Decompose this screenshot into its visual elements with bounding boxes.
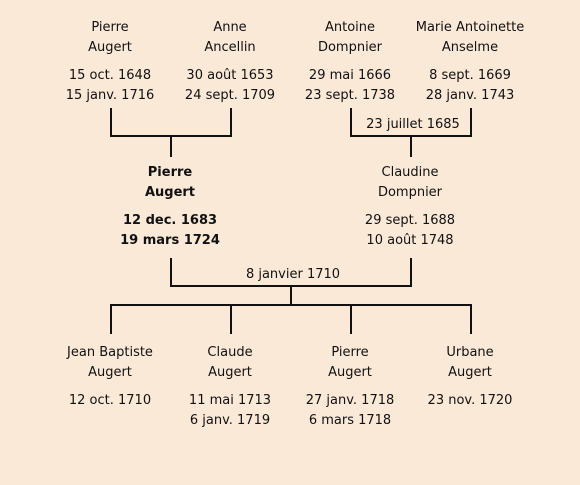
last-name: Augert <box>144 185 196 200</box>
person-pierre-augert-father: Pierre Augert 12 dec. 1683 19 mars 1724 <box>100 163 240 251</box>
birth-date: 12 dec. 1683 <box>122 213 218 228</box>
connector-line <box>170 135 172 157</box>
first-name: Pierre <box>331 345 369 360</box>
first-name: Claude <box>207 345 253 360</box>
person-anne-ancellin: Anne Ancellin 30 août 1653 24 sept. 1709 <box>160 18 300 106</box>
connector-line <box>410 258 412 286</box>
birth-date: 11 mai 1713 <box>188 393 272 408</box>
person-marie-antoinette-anselme: Marie Antoinette Anselme 8 sept. 1669 28… <box>400 18 540 106</box>
birth-date: 12 oct. 1710 <box>68 393 152 408</box>
death-date: 23 sept. 1738 <box>304 88 396 103</box>
first-name: Pierre <box>91 20 129 35</box>
connector-line <box>110 304 472 306</box>
marriage-date-grandparents: 23 juillet 1685 <box>360 117 466 133</box>
death-date: 19 mars 1724 <box>120 233 220 248</box>
last-name: Augert <box>448 365 492 380</box>
last-name: Ancellin <box>204 40 256 55</box>
person-pierre-augert-grandfather: Pierre Augert 15 oct. 1648 15 janv. 1716 <box>40 18 180 106</box>
birth-date: 23 nov. 1720 <box>427 393 513 408</box>
death-date: 6 mars 1718 <box>308 413 392 428</box>
birth-date: 30 août 1653 <box>186 68 274 83</box>
death-date: 10 août 1748 <box>366 233 454 248</box>
last-name: Dompnier <box>377 185 443 200</box>
last-name: Anselme <box>441 40 499 55</box>
first-name: Antoine <box>324 20 376 35</box>
connector-line <box>110 304 112 334</box>
first-name: Marie Antoinette <box>415 20 525 35</box>
first-name: Pierre <box>147 165 193 180</box>
birth-date: 15 oct. 1648 <box>68 68 152 83</box>
connector-line <box>470 304 472 334</box>
last-name: Dompnier <box>317 40 383 55</box>
person-claude-augert: Claude Augert 11 mai 1713 6 janv. 1719 <box>160 343 300 431</box>
last-name: Augert <box>88 365 132 380</box>
first-name: Claudine <box>381 165 439 180</box>
death-date: 28 janv. 1743 <box>425 88 515 103</box>
birth-date: 29 mai 1666 <box>308 68 392 83</box>
first-name: Urbane <box>446 345 494 360</box>
person-claudine-dompnier: Claudine Dompnier 29 sept. 1688 10 août … <box>340 163 480 251</box>
person-antoine-dompnier: Antoine Dompnier 29 mai 1666 23 sept. 17… <box>280 18 420 106</box>
connector-line <box>170 258 172 286</box>
connector-line <box>350 108 352 136</box>
birth-date: 27 janv. 1718 <box>305 393 395 408</box>
connector-line <box>410 135 412 157</box>
birth-date: 8 sept. 1669 <box>429 68 511 83</box>
person-jean-baptiste-augert: Jean Baptiste Augert 12 oct. 1710 <box>40 343 180 411</box>
person-urbane-augert: Urbane Augert 23 nov. 1720 <box>400 343 540 411</box>
last-name: Augert <box>208 365 252 380</box>
death-date: 24 sept. 1709 <box>184 88 276 103</box>
death-date: 15 janv. 1716 <box>65 88 155 103</box>
death-date: 6 janv. 1719 <box>189 413 271 428</box>
connector-line <box>350 304 352 334</box>
connector-line <box>110 108 112 136</box>
person-pierre-augert-child: Pierre Augert 27 janv. 1718 6 mars 1718 <box>280 343 420 431</box>
first-name: Jean Baptiste <box>67 345 153 360</box>
marriage-date-parents: 8 janvier 1710 <box>240 267 346 283</box>
last-name: Augert <box>328 365 372 380</box>
connector-line <box>470 108 472 136</box>
connector-line <box>290 285 292 305</box>
connector-line <box>230 304 232 334</box>
first-name: Anne <box>213 20 247 35</box>
birth-date: 29 sept. 1688 <box>364 213 456 228</box>
last-name: Augert <box>88 40 132 55</box>
connector-line <box>230 108 232 136</box>
